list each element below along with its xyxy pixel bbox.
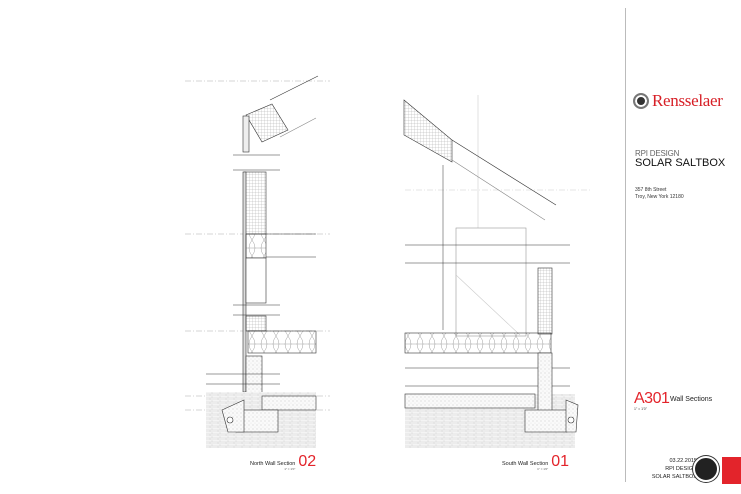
south-wall-section [403, 95, 590, 448]
north-wall-section [185, 75, 330, 448]
footer-org: RPI DESIGN [665, 466, 697, 472]
project-title: SOLAR SALTBOX [635, 157, 726, 169]
view-name: South Wall Section [502, 461, 549, 467]
project-address: 357 8th Street Troy, New York 12180 [635, 187, 684, 201]
rensselaer-logo: Rensselaer [633, 91, 723, 111]
title-block-divider [625, 8, 626, 482]
address-line-1: 357 8th Street [635, 187, 667, 193]
design-kicker: RPI DESIGN [635, 149, 680, 158]
rpi-seal-icon [693, 456, 719, 482]
view-number: 01 [551, 453, 570, 470]
view-scale: 1" = 1'0" [537, 467, 549, 471]
sheet-number: A301 [634, 390, 670, 407]
view-title-north: North Wall Section 1" = 1'0" 02 [250, 453, 316, 471]
logo-text: Rensselaer [652, 91, 723, 110]
footer-project: SOLAR SALTBOX [651, 474, 697, 480]
issue-date: 03.22.2015 [669, 458, 697, 464]
seal-icon [633, 93, 649, 109]
sheet-scale: 1" = 1'0" [634, 407, 647, 411]
view-number: 02 [298, 453, 317, 470]
view-name: North Wall Section [250, 461, 296, 467]
view-scale: 1" = 1'0" [284, 467, 296, 471]
sheet-name: Wall Sections [670, 396, 713, 403]
view-title-south: South Wall Section 1" = 1'0" 01 [502, 453, 569, 471]
address-line-2: Troy, New York 12180 [635, 194, 684, 200]
accent-block [722, 457, 741, 484]
